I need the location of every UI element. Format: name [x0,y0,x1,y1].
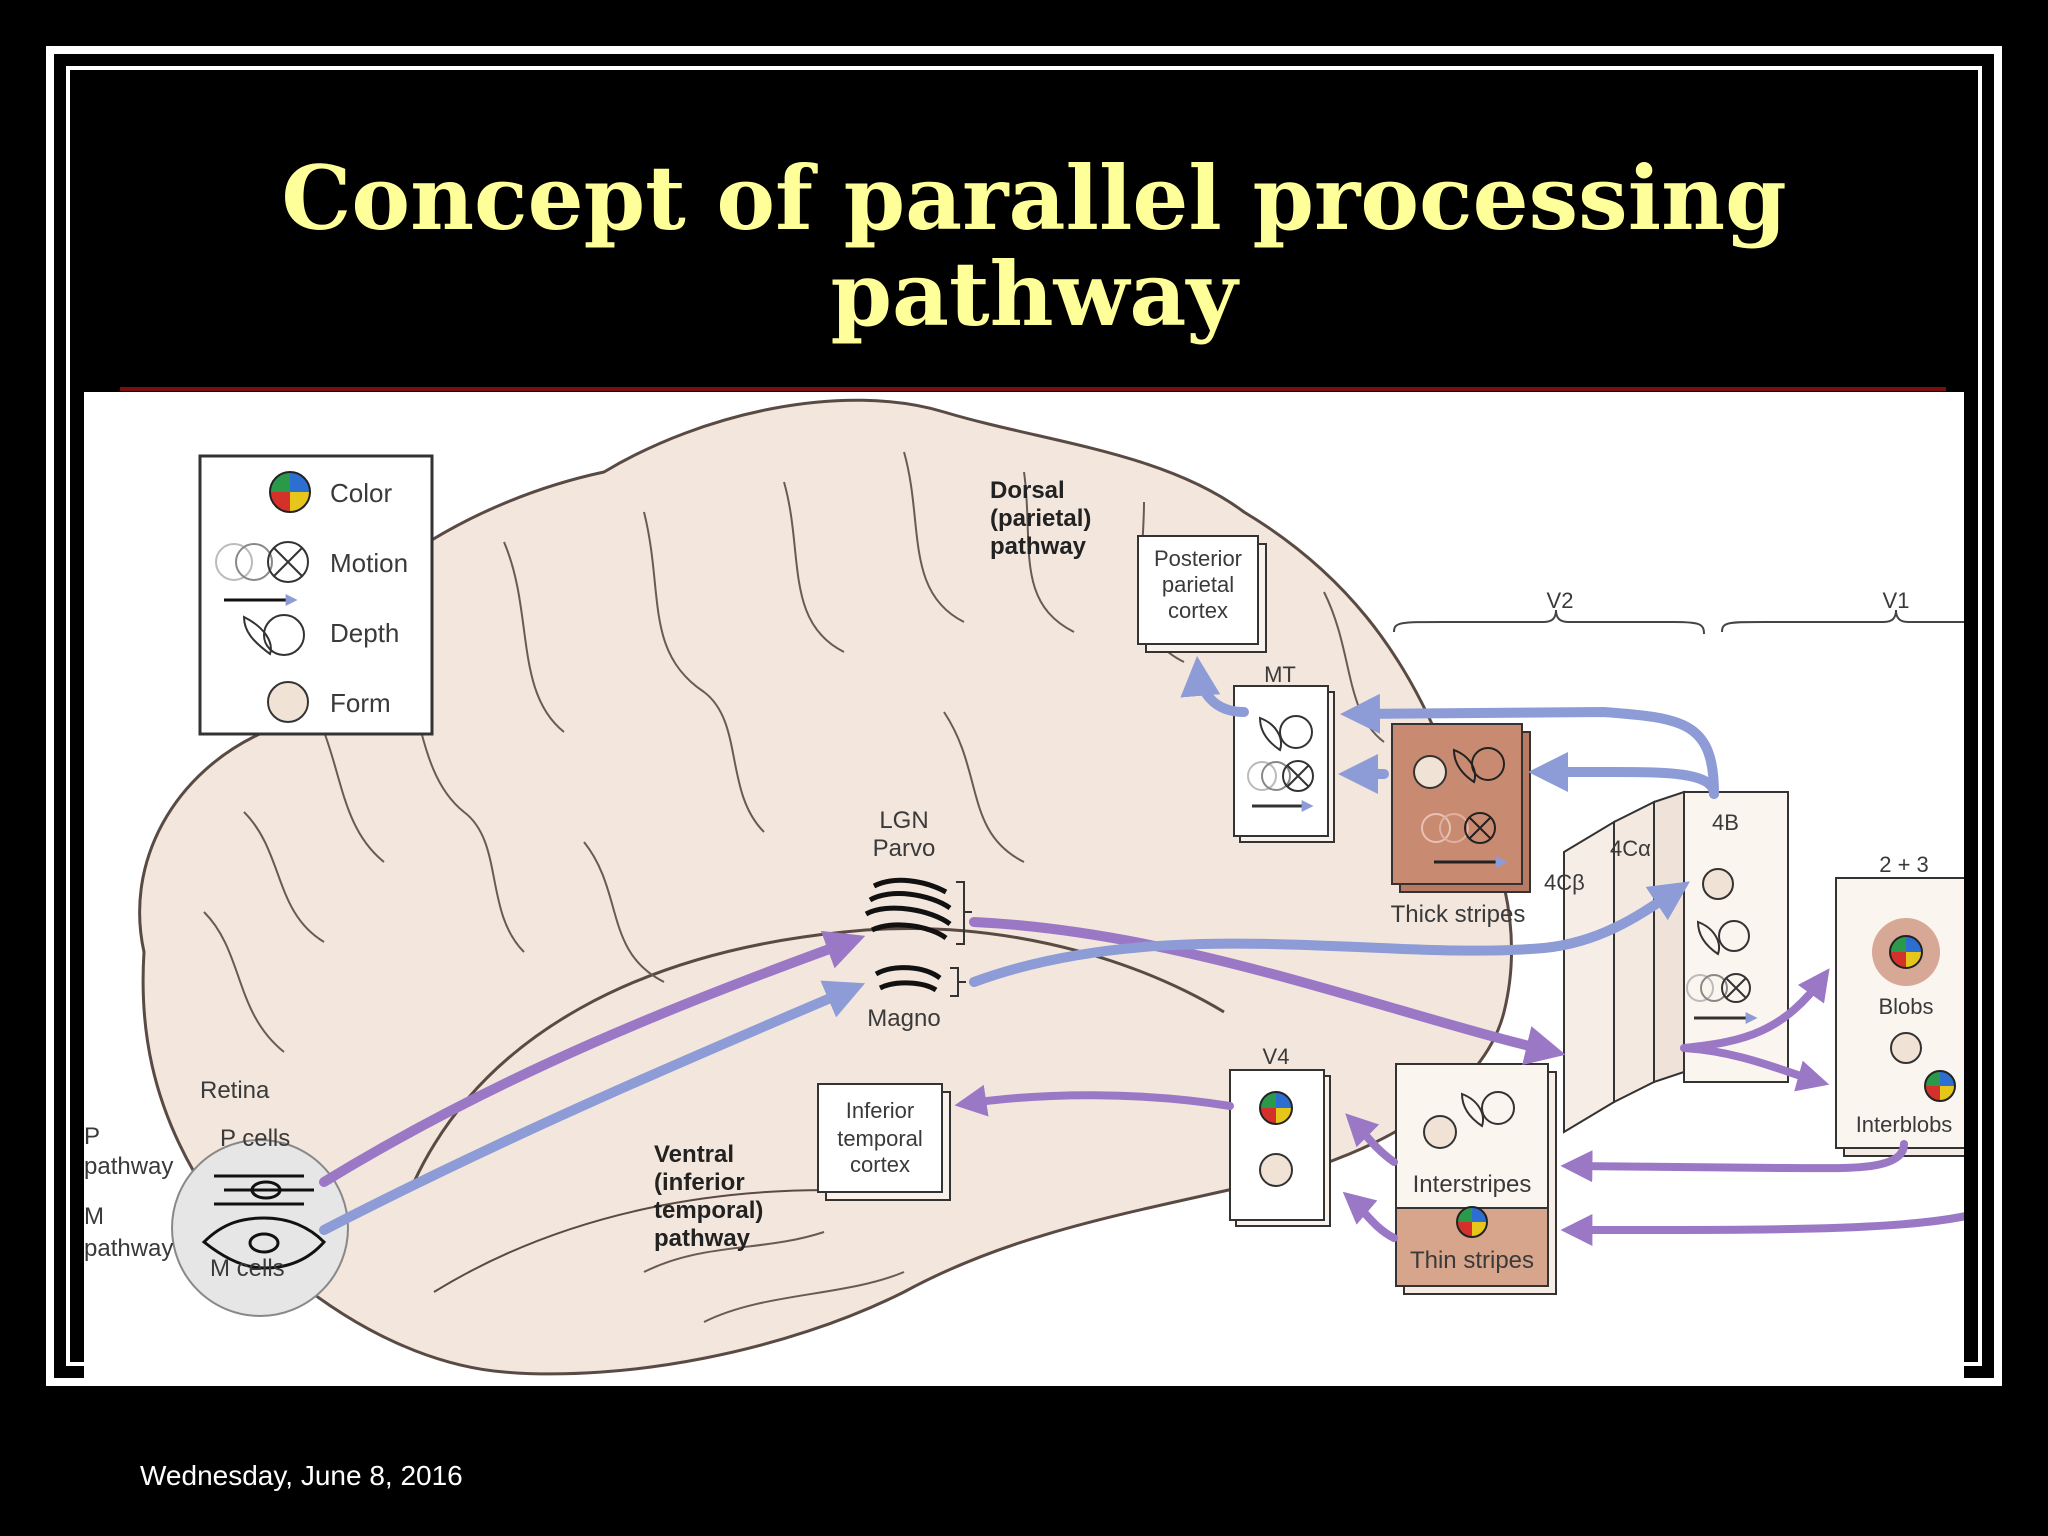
svg-text:temporal): temporal) [654,1197,763,1224]
retina: Retina P cells M cells P pathway M pathw… [84,1077,349,1317]
svg-text:Retina: Retina [200,1077,270,1104]
svg-text:pathway: pathway [84,1153,173,1180]
area-braces [1393,609,1964,635]
thick-stripes-box: Thick stripes [1391,723,1531,928]
svg-text:Inferior: Inferior [846,1098,914,1123]
legend: Color Motion Depth Form [198,454,434,736]
blob-color-icon [1889,935,1923,969]
legend-depth-label: Depth [330,618,399,648]
legend-color-label: Color [330,478,392,508]
v2-label: V2 [1547,588,1574,613]
thin-stripes-color-icon [1456,1206,1488,1238]
v1-layers: 4Cα 4B 4Cβ [1544,790,1789,1134]
svg-text:Posterior: Posterior [1154,546,1242,571]
inferior-temporal-cortex-box: Inferior temporal cortex [817,1083,951,1201]
svg-text:Blobs: Blobs [1878,994,1933,1019]
slide-title: Concept of parallel processing pathway [120,150,1948,342]
form-icon [267,681,309,723]
layer-2-3-box: 2 + 3 Blobs Interblobs [1835,852,1964,1157]
svg-text:pathway: pathway [654,1225,751,1252]
svg-text:(parietal): (parietal) [990,505,1091,532]
svg-text:pathway: pathway [84,1235,173,1262]
svg-text:LGN: LGN [879,807,928,834]
svg-text:4Cβ: 4Cβ [1544,870,1585,895]
motion-icon [215,541,309,583]
svg-text:cortex: cortex [1168,598,1228,623]
ventral-pathway-label: Ventral (inferior temporal) pathway [654,1141,763,1252]
title-line-1: Concept of parallel processing [281,146,1787,250]
pathway-arrows [319,656,1964,1247]
svg-text:parietal: parietal [1162,572,1234,597]
svg-text:MT: MT [1264,662,1296,687]
title-line-2: pathway [830,242,1238,346]
svg-text:cortex: cortex [850,1152,910,1177]
interblob-color-icon [1924,1070,1956,1102]
svg-text:V4: V4 [1263,1044,1290,1069]
dorsal-pathway-label: Dorsal (parietal) pathway [990,477,1091,560]
svg-text:M cells: M cells [210,1255,285,1282]
svg-text:4Cα: 4Cα [1610,836,1651,861]
svg-text:Magno: Magno [867,1005,940,1032]
interstripes-box: Interstripes Thin stripes [1395,1063,1557,1295]
parallel-pathway-diagram: Color Motion Depth Form Dorsal (parietal… [84,392,1964,1384]
depth-icon [224,594,305,656]
svg-text:Interstripes: Interstripes [1413,1171,1532,1198]
lgn: LGN Parvo Magno [864,807,972,1032]
svg-text:M: M [84,1203,104,1230]
svg-text:Dorsal: Dorsal [990,477,1065,504]
svg-text:4B: 4B [1712,810,1739,835]
color-icon [269,471,311,513]
v4-box: V4 [1229,1044,1331,1227]
svg-text:pathway: pathway [990,533,1087,560]
legend-motion-label: Motion [330,548,408,578]
mt-box: MT [1233,662,1335,843]
svg-text:P cells: P cells [220,1125,290,1152]
svg-text:Parvo: Parvo [873,835,936,862]
slide-date: Wednesday, June 8, 2016 [140,1460,463,1491]
v1-label: V1 [1883,588,1910,613]
svg-text:P: P [84,1123,100,1150]
svg-text:Thick stripes: Thick stripes [1391,901,1526,928]
svg-text:(inferior: (inferior [654,1169,745,1196]
posterior-parietal-cortex-box: Posterior parietal cortex [1137,535,1267,653]
svg-text:temporal: temporal [837,1126,923,1151]
svg-text:Ventral: Ventral [654,1141,734,1168]
svg-text:2 + 3: 2 + 3 [1879,852,1929,877]
title-rule [120,387,1946,391]
legend-form-label: Form [330,688,391,718]
v4-color-icon [1259,1091,1293,1125]
svg-text:Thin stripes: Thin stripes [1410,1247,1534,1274]
svg-text:Interblobs: Interblobs [1856,1112,1953,1137]
